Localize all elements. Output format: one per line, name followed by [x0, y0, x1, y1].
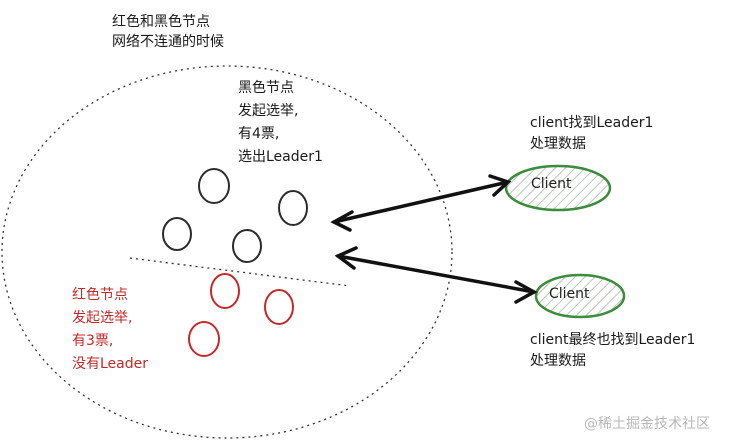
arrow-client1-leader [330, 174, 512, 232]
client-node-1: Client [504, 164, 612, 212]
client-node-1-label: Client [531, 176, 572, 192]
black-node [278, 190, 308, 226]
red-label-line2: 发起选举, [72, 310, 133, 326]
client2-label-line2: 处理数据 [530, 353, 586, 369]
black-nodes [162, 168, 308, 263]
red-label-line3: 有3票, [72, 333, 114, 349]
client1-label-line2: 处理数据 [530, 136, 586, 152]
black-label-line2: 发起选举, [238, 103, 299, 119]
black-label-line4: 选出Leader1 [238, 149, 323, 165]
partition-title-line2: 网络不连通的时候 [112, 34, 224, 50]
client2-label-line1: client最终也找到Leader1 [530, 332, 696, 348]
client1-label-line1: client找到Leader1 [530, 115, 654, 131]
arrow-client2-leader [334, 246, 538, 304]
red-label-line1: 红色节点 [72, 287, 128, 303]
black-label-line3: 有4票, [238, 126, 280, 142]
client-node-2-label: Client [549, 286, 590, 302]
black-node [162, 217, 192, 251]
red-label-line4: 没有Leader [72, 356, 149, 372]
red-node [264, 289, 294, 325]
black-label-line1: 黑色节点 [238, 80, 294, 96]
watermark: @稀土掘金技术社区 [584, 416, 710, 432]
red-node [188, 321, 220, 357]
partition-line [129, 257, 351, 287]
cluster-boundary [1, 65, 453, 439]
client-node-2: Client [534, 273, 626, 319]
red-nodes [188, 273, 294, 357]
red-node [210, 273, 240, 309]
black-node [198, 168, 230, 204]
partition-title-line1: 红色和黑色节点 [112, 14, 210, 30]
black-node [232, 229, 262, 263]
